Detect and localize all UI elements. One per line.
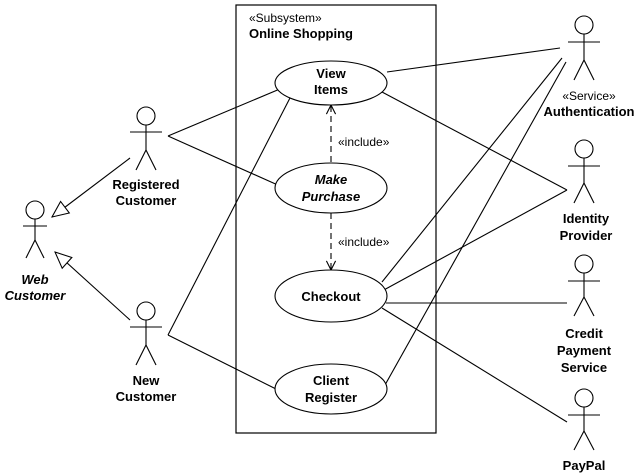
assoc-checkout-identity-provider — [381, 189, 568, 292]
use-case-client-register[interactable]: Client Register — [274, 363, 388, 415]
use-case-make-purchase-line-1: Make — [315, 172, 348, 187]
assoc-new-client-register — [167, 334, 279, 391]
stick-figure-icon — [130, 106, 162, 171]
assoc-new-view-items — [167, 95, 292, 336]
actor-authentication-name: Authentication — [544, 104, 635, 119]
actor-credit-payment-service-line-3: Service — [561, 360, 607, 375]
stick-figure-icon — [568, 15, 600, 81]
actor-registered-customer-line-2: Customer — [116, 193, 177, 208]
actor-authentication-stereotype: «Service» — [562, 89, 616, 103]
actor-registered-customer-line-1: Registered — [112, 177, 179, 192]
generalization-new-to-web — [55, 252, 131, 321]
actor-identity-provider[interactable]: Identity Provider — [560, 139, 613, 243]
use-case-checkout[interactable]: Checkout — [274, 269, 388, 323]
actor-new-customer-line-2: Customer — [116, 389, 177, 404]
actor-paypal-label: PayPal — [563, 458, 606, 473]
assoc-view-items-identity-provider — [381, 91, 568, 191]
actor-web-customer[interactable]: Web Customer — [5, 200, 67, 303]
actor-authentication[interactable]: «Service» Authentication — [544, 15, 635, 119]
stick-figure-icon — [568, 254, 600, 317]
actor-identity-provider-line-2: Provider — [560, 228, 613, 243]
generalization-registered-to-web — [52, 157, 131, 217]
stick-figure-icon — [568, 139, 600, 204]
include-label-1: «include» — [338, 135, 390, 149]
actor-credit-payment-service-line-1: Credit — [565, 326, 603, 341]
actor-credit-payment-service[interactable]: Credit Payment Service — [557, 254, 612, 375]
actor-web-customer-line-1: Web — [21, 272, 48, 287]
actor-registered-customer[interactable]: Registered Customer — [112, 106, 180, 208]
assoc-checkout-paypal — [381, 307, 568, 423]
stick-figure-icon — [23, 200, 47, 259]
use-case-view-items-line-2: Items — [314, 82, 348, 97]
subsystem-boundary — [235, 4, 437, 434]
use-case-view-items[interactable]: View Items — [274, 60, 388, 106]
use-case-client-register-line-1: Client — [313, 373, 350, 388]
actor-identity-provider-line-1: Identity — [563, 211, 610, 226]
actor-new-customer[interactable]: New Customer — [116, 301, 177, 404]
use-case-client-register-line-2: Register — [305, 390, 357, 405]
assoc-view-items-authentication — [386, 47, 561, 73]
use-case-view-items-line-1: View — [316, 66, 346, 81]
use-case-make-purchase[interactable]: Make Purchase — [274, 162, 388, 214]
assoc-registered-view-items — [167, 85, 288, 137]
use-case-checkout-label: Checkout — [301, 289, 361, 304]
subsystem-name: Online Shopping — [249, 26, 353, 41]
use-case-make-purchase-line-2: Purchase — [302, 189, 361, 204]
stick-figure-icon — [568, 388, 600, 451]
actor-paypal[interactable]: PayPal — [563, 388, 606, 473]
relationship-lines — [52, 47, 568, 423]
include-label-2: «include» — [338, 235, 390, 249]
assoc-checkout-authentication — [381, 57, 563, 283]
subsystem-stereotype: «Subsystem» — [249, 11, 322, 25]
stick-figure-icon — [130, 301, 162, 366]
actor-new-customer-line-1: New — [133, 373, 161, 388]
actor-web-customer-line-2: Customer — [5, 288, 67, 303]
actor-credit-payment-service-line-2: Payment — [557, 343, 612, 358]
assoc-client-register-authentication — [384, 61, 567, 386]
assoc-registered-make-purchase — [167, 135, 281, 187]
